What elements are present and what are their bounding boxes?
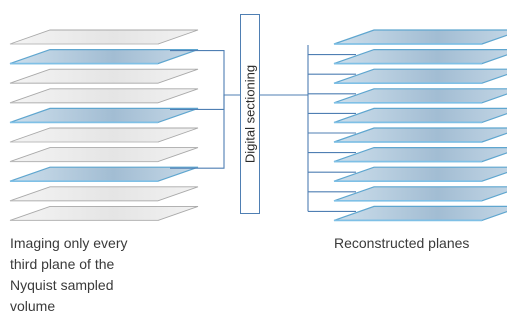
unimaged-plane: [9, 68, 199, 84]
unimaged-plane: [9, 88, 199, 104]
left-caption-line: Imaging only every: [10, 235, 128, 251]
reconstructed-plane: [333, 29, 507, 45]
imaged-plane: [9, 107, 199, 124]
left-caption-line: Nyquist sampled: [10, 277, 114, 293]
digital-sectioning-box: [240, 14, 260, 214]
reconstructed-plane: [333, 68, 507, 84]
left-caption-line: third plane of the: [10, 256, 115, 272]
imaged-plane-connector: [170, 94, 240, 110]
reconstructed-plane: [333, 107, 507, 124]
reconstructed-plane: [333, 166, 507, 182]
imaged-plane: [9, 166, 199, 182]
reconstructed-plane: [333, 205, 507, 221]
right-caption: Reconstructed planes: [334, 235, 470, 251]
unimaged-plane: [9, 205, 199, 221]
right-plane-stack: [333, 29, 507, 222]
left-plane-stack: [9, 29, 199, 221]
reconstructed-plane: [333, 127, 507, 143]
reconstructed-plane: [333, 186, 507, 202]
reconstructed-plane: [333, 48, 507, 65]
imaged-plane: [9, 48, 199, 65]
right-connector-lines: [260, 45, 356, 212]
left-connector-lines: [170, 50, 240, 169]
reconstructed-plane: [333, 147, 507, 163]
unimaged-plane: [9, 127, 199, 143]
digital-sectioning-label: Digital sectioning: [242, 64, 258, 164]
unimaged-plane: [9, 147, 199, 163]
unimaged-plane: [9, 186, 199, 202]
imaged-plane-connector: [170, 94, 240, 169]
unimaged-plane: [9, 29, 199, 45]
left-caption-line: volume: [10, 298, 56, 314]
reconstructed-plane: [333, 88, 507, 104]
left-caption: Imaging only every third plane of the Ny…: [10, 233, 185, 317]
